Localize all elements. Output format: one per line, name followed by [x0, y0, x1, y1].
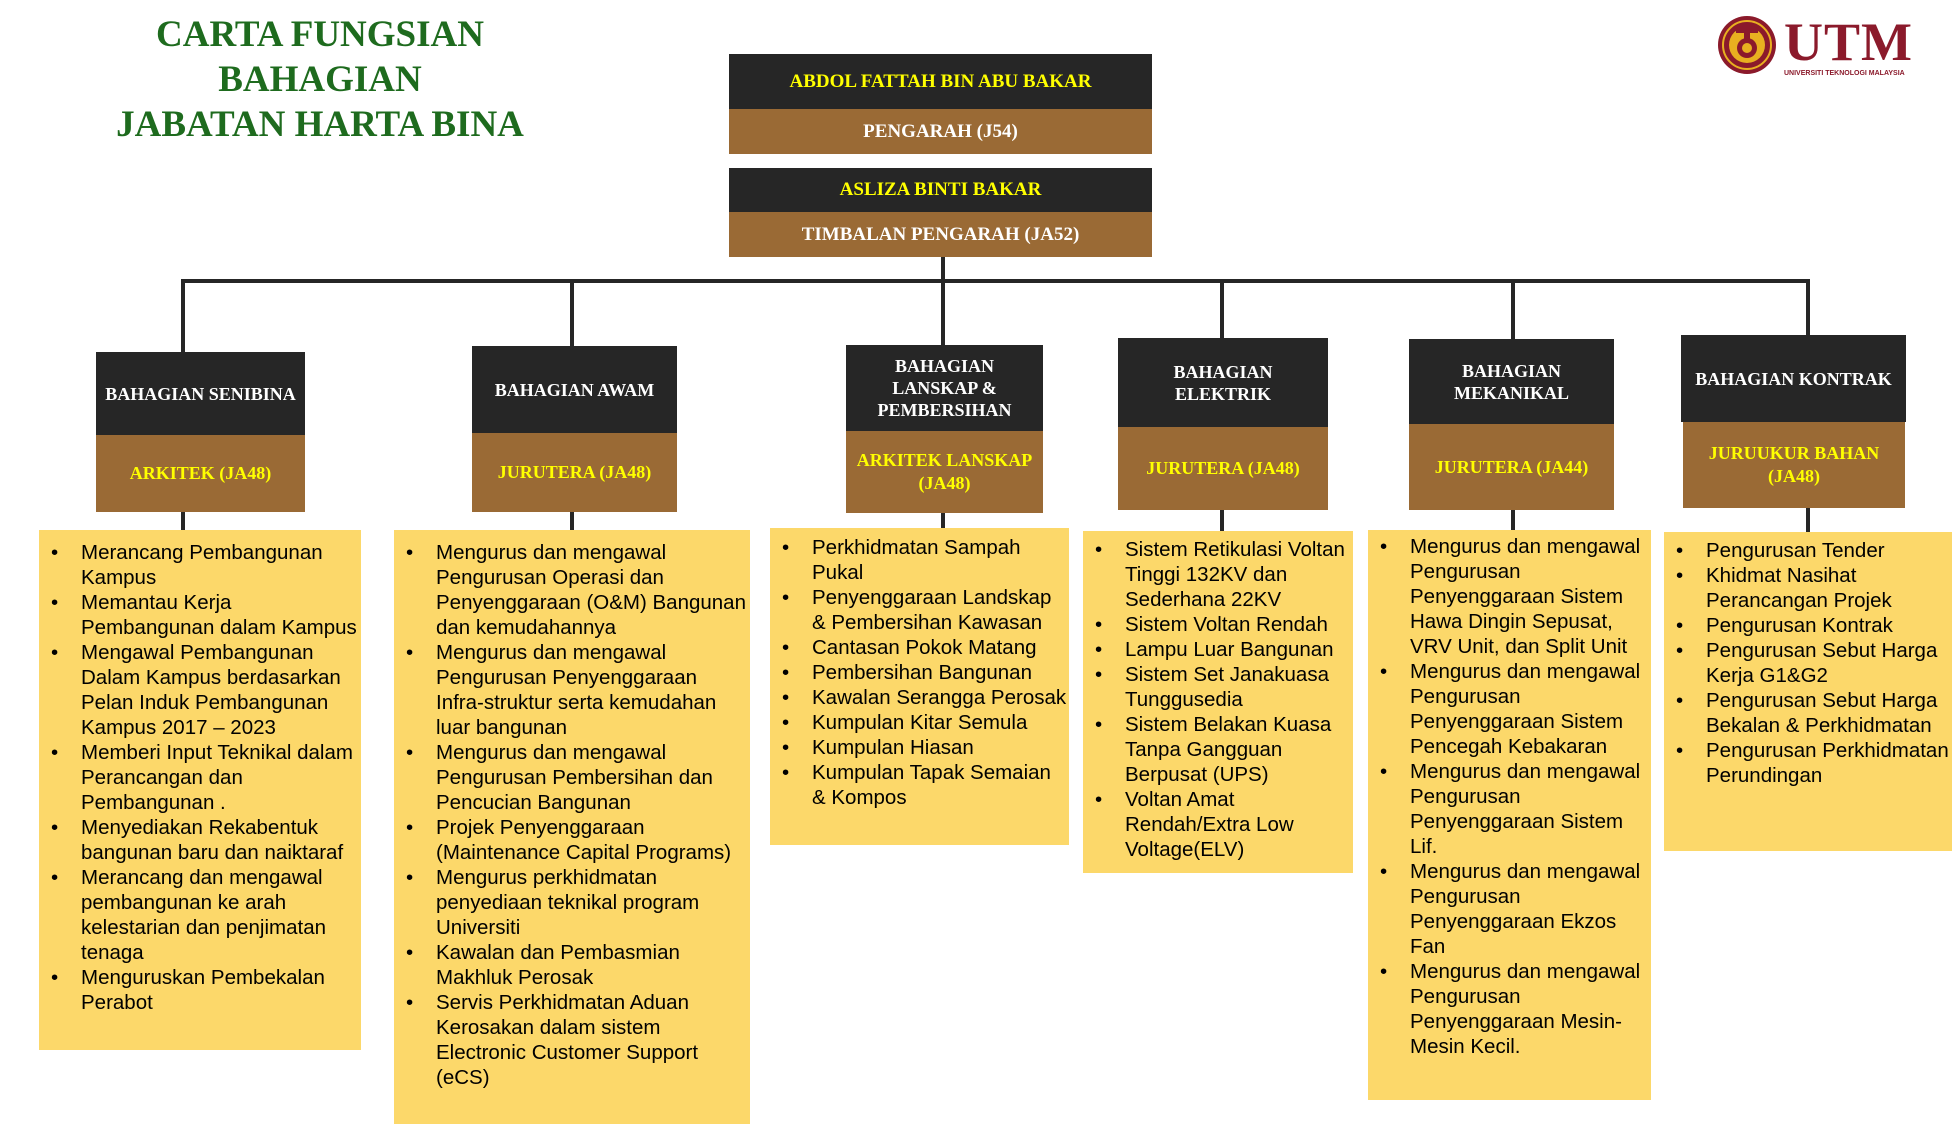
division-kontrak-functions: Pengurusan Tender Khidmat Nasihat Peranc… — [1664, 532, 1952, 851]
deputy-position-box: TIMBALAN PENGARAH (JA52) — [729, 212, 1152, 257]
division-role: JURUTERA (JA48) — [1146, 458, 1300, 478]
function-item: Mengurus dan mengawal Pengurusan Operasi… — [394, 540, 750, 640]
chart-title-line-2: BAHAGIAN — [218, 59, 422, 100]
function-item: Pengurusan Sebut Harga Kerja G1&G2 — [1664, 638, 1952, 688]
division-kontrak-header: BAHAGIAN KONTRAK — [1681, 335, 1906, 422]
function-item: Mengurus dan mengawal Pengurusan Penyeng… — [1368, 959, 1651, 1059]
division-senibina-role-box: ARKITEK (JA48) — [96, 435, 305, 512]
function-item: Cantasan Pokok Matang — [770, 635, 1069, 660]
division-name: BAHAGIAN KONTRAK — [1695, 368, 1892, 389]
function-item: Memantau Kerja Pembangunan dalam Kampus — [39, 590, 361, 640]
division-senibina-header: BAHAGIAN SENIBINA — [96, 352, 305, 435]
division-role: ARKITEK LANSKAP (JA48) — [856, 450, 1033, 493]
division-name: BAHAGIAN LANSKAP & PEMBERSIHAN — [877, 356, 1012, 420]
director-position: PENGARAH (J54) — [863, 121, 1018, 142]
director-name: ABDOL FATTAH BIN ABU BAKAR — [789, 70, 1092, 92]
division-elektrik-role-box: JURUTERA (JA48) — [1118, 427, 1328, 510]
function-item: Mengurus dan mengawal Pengurusan Penyeng… — [1368, 759, 1651, 859]
deputy-position: TIMBALAN PENGARAH (JA52) — [801, 224, 1080, 245]
division-lanskap-functions: Perkhidmatan Sampah Pukal Penyenggaraan … — [770, 528, 1069, 845]
function-item: Mengurus dan mengawal Pengurusan Penyeng… — [394, 640, 750, 740]
utm-logo: UTM UNIVERSITI TEKNOLOGI MALAYSIA — [1716, 12, 1926, 77]
chart-title-line-3: JABATAN HARTA BINA — [116, 104, 524, 145]
function-item: Mengurus dan mengawal Pengurusan Pembers… — [394, 740, 750, 815]
function-item: Menguruskan Pembekalan Perabot — [39, 965, 361, 1015]
division-role: JURUUKUR BAHAN (JA48) — [1708, 443, 1880, 486]
function-item: Mengawal Pembangunan Dalam Kampus berdas… — [39, 640, 361, 740]
function-item: Merancang Pembangunan Kampus — [39, 540, 361, 590]
deputy-name: ASLIZA BINTI BAKAR — [839, 179, 1042, 200]
function-item: Sistem Set Janakuasa Tunggusedia — [1083, 662, 1353, 712]
division-mekanikal-role-box: JURUTERA (JA44) — [1409, 424, 1614, 510]
function-item: Servis Perkhidmatan Aduan Kerosakan dala… — [394, 990, 750, 1090]
division-elektrik-header: BAHAGIAN ELEKTRIK — [1118, 338, 1328, 427]
director-position-box: PENGARAH (J54) — [729, 109, 1152, 154]
function-item: Memberi Input Teknikal dalam Perancangan… — [39, 740, 361, 815]
division-elektrik-functions: Sistem Retikulasi Voltan Tinggi 132KV da… — [1083, 531, 1353, 873]
function-item: Khidmat Nasihat Perancangan Projek — [1664, 563, 1952, 613]
function-item: Perkhidmatan Sampah Pukal — [770, 535, 1069, 585]
function-item: Sistem Retikulasi Voltan Tinggi 132KV da… — [1083, 537, 1353, 612]
function-item: Sistem Voltan Rendah — [1083, 612, 1353, 637]
function-item: Kumpulan Hiasan — [770, 735, 1069, 760]
function-item: Kawalan Serangga Perosak — [770, 685, 1069, 710]
function-item: Mengurus perkhidmatan penyediaan teknika… — [394, 865, 750, 940]
division-role: JURUTERA (JA48) — [497, 462, 652, 482]
function-item: Pengurusan Perkhidmatan Perundingan — [1664, 738, 1952, 788]
chart-title-line-1: CARTA FUNGSIAN — [156, 14, 484, 55]
function-item: Kawalan dan Pembasmian Makhluk Perosak — [394, 940, 750, 990]
function-item: Penyenggaraan Landskap & Pembersihan Kaw… — [770, 585, 1069, 635]
division-awam-header: BAHAGIAN AWAM — [472, 346, 677, 433]
function-item: Menyediakan Rekabentuk bangunan baru dan… — [39, 815, 361, 865]
function-item: Kumpulan Tapak Semaian & Kompos — [770, 760, 1069, 810]
deputy-name-box: ASLIZA BINTI BAKAR — [729, 168, 1152, 212]
function-item: Pengurusan Sebut Harga Bekalan & Perkhid… — [1664, 688, 1952, 738]
division-name: BAHAGIAN AWAM — [494, 379, 655, 400]
function-item: Projek Penyenggaraan (Maintenance Capita… — [394, 815, 750, 865]
chart-title: CARTA FUNGSIAN BAHAGIAN JABATAN HARTA BI… — [100, 12, 540, 147]
function-item: Merancang dan mengawal pembangunan ke ar… — [39, 865, 361, 965]
division-name: BAHAGIAN SENIBINA — [105, 383, 296, 404]
function-item: Kumpulan Kitar Semula — [770, 710, 1069, 735]
logo-text: UTM — [1784, 12, 1913, 72]
division-senibina-functions: Merancang Pembangunan Kampus Memantau Ke… — [39, 530, 361, 1050]
utm-emblem-icon — [1718, 16, 1776, 74]
division-kontrak-role-box: JURUUKUR BAHAN (JA48) — [1683, 422, 1905, 508]
division-lanskap-role-box: ARKITEK LANSKAP (JA48) — [846, 431, 1043, 513]
division-name: BAHAGIAN MEKANIKAL — [1453, 360, 1569, 403]
function-item: Pengurusan Kontrak — [1664, 613, 1952, 638]
division-awam-role-box: JURUTERA (JA48) — [472, 433, 677, 512]
division-mekanikal-functions: Mengurus dan mengawal Pengurusan Penyeng… — [1368, 530, 1651, 1100]
director-name-box: ABDOL FATTAH BIN ABU BAKAR — [729, 54, 1152, 109]
function-item: Mengurus dan mengawal Pengurusan Penyeng… — [1368, 859, 1651, 959]
function-item: Mengurus dan mengawal Pengurusan Penyeng… — [1368, 659, 1651, 759]
logo-subtext: UNIVERSITI TEKNOLOGI MALAYSIA — [1784, 70, 1905, 77]
division-mekanikal-header: BAHAGIAN MEKANIKAL — [1409, 339, 1614, 424]
division-role: JURUTERA (JA44) — [1434, 456, 1589, 477]
division-awam-functions: Mengurus dan mengawal Pengurusan Operasi… — [394, 530, 750, 1124]
division-name: BAHAGIAN ELEKTRIK — [1173, 361, 1273, 404]
function-item: Mengurus dan mengawal Pengurusan Penyeng… — [1368, 534, 1651, 659]
division-role: ARKITEK (JA48) — [129, 463, 272, 483]
function-item: Sistem Belakan Kuasa Tanpa Gangguan Berp… — [1083, 712, 1353, 787]
function-item: Lampu Luar Bangunan — [1083, 637, 1353, 662]
function-item: Pengurusan Tender — [1664, 538, 1952, 563]
function-item: Voltan Amat Rendah/Extra Low Voltage(ELV… — [1083, 787, 1353, 862]
division-lanskap-header: BAHAGIAN LANSKAP & PEMBERSIHAN — [846, 345, 1043, 431]
function-item: Pembersihan Bangunan — [770, 660, 1069, 685]
